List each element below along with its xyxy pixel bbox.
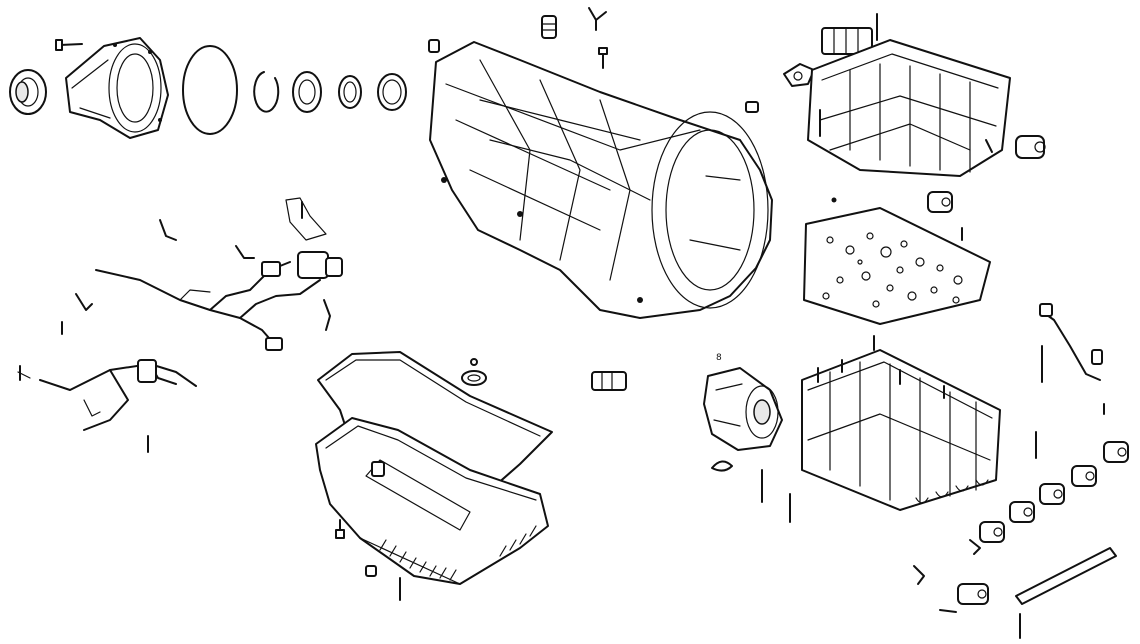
vent-tube xyxy=(588,7,607,31)
clip-small-right xyxy=(969,539,981,555)
solenoid-bottom xyxy=(957,583,989,605)
transmission-case xyxy=(429,41,773,319)
plug-small xyxy=(428,39,440,53)
breather-cap xyxy=(541,15,557,39)
pan-drain-bolt xyxy=(335,519,345,539)
part-number-label: 8 xyxy=(716,353,722,363)
bushing xyxy=(338,75,362,109)
snap-ring xyxy=(253,71,280,113)
solenoid-pack-top xyxy=(821,13,878,55)
extension-housing xyxy=(65,37,169,139)
pump-assembly xyxy=(703,367,783,451)
output-seal xyxy=(377,73,407,111)
plug-right-case xyxy=(745,101,759,113)
solenoid-right-2 xyxy=(1103,441,1129,463)
wiring-harness xyxy=(61,197,343,351)
pan-plug-small xyxy=(365,565,377,577)
bearing xyxy=(292,71,322,113)
solenoid-right-6 xyxy=(979,521,1005,543)
solenoid-right-4 xyxy=(1039,483,1065,505)
pan-plug-seal xyxy=(461,358,487,386)
rear-seal xyxy=(9,69,47,115)
solenoid-right-5 xyxy=(1009,501,1035,523)
oil-pan xyxy=(315,417,549,585)
pump-label-number: 8 xyxy=(716,353,722,363)
pump-seal xyxy=(711,460,733,472)
clip-bottom xyxy=(913,565,925,585)
sleeve-small xyxy=(1091,349,1103,365)
filter-clip xyxy=(591,371,627,391)
solenoid-mid xyxy=(927,191,953,213)
bolt-bottom-mid xyxy=(939,609,957,613)
gasket-small-left xyxy=(783,63,815,87)
stud-small xyxy=(598,47,608,69)
wiring-harness-lower xyxy=(17,359,197,453)
separator-plate xyxy=(803,207,991,325)
speed-sensor-lead xyxy=(1039,303,1101,381)
seal-strip xyxy=(1015,547,1117,605)
solenoid-right-3 xyxy=(1071,465,1097,487)
upper-valve-body xyxy=(807,39,1011,203)
o-ring xyxy=(182,45,238,135)
bolt-top-left xyxy=(55,39,83,51)
lower-valve-body xyxy=(801,349,1001,511)
solenoid-right-1 xyxy=(1015,135,1046,159)
